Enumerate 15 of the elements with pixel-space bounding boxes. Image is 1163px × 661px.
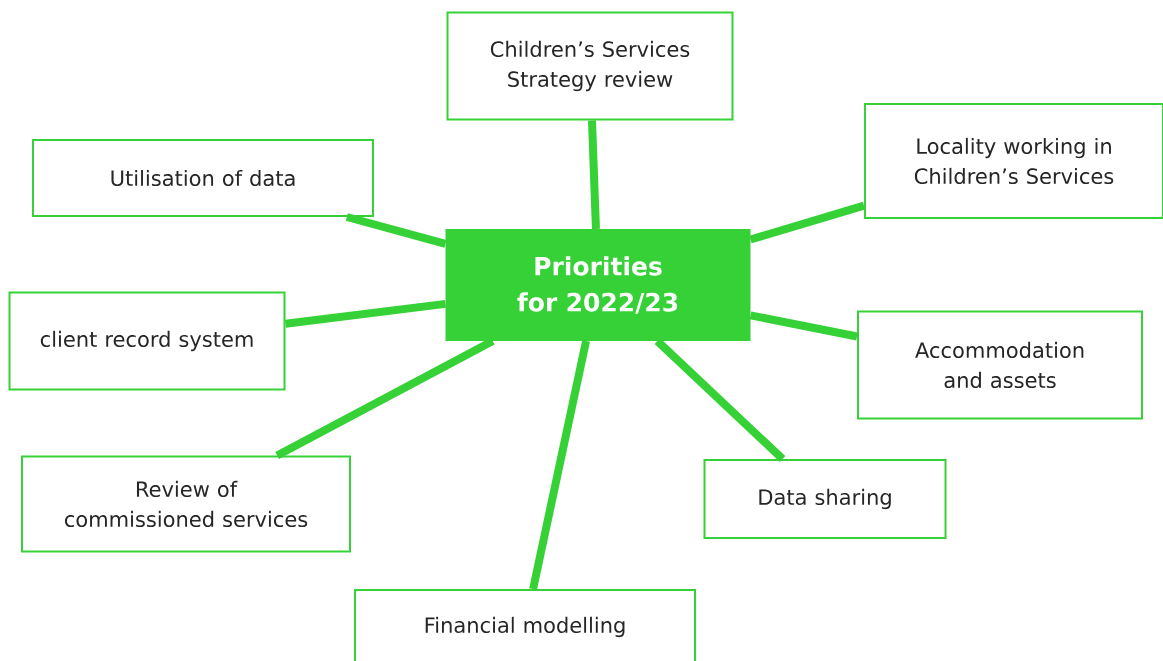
connector-line: [285, 299, 446, 328]
title-box: Priorities for 2022/23: [445, 229, 751, 341]
connector-line: [529, 340, 590, 590]
topic-box: Children’s Services Strategy review: [446, 11, 734, 121]
topic-box: client record system: [8, 291, 286, 391]
topic-box: Financial modelling: [354, 589, 696, 661]
topic-box: Locality working in Children’s Services: [864, 103, 1163, 219]
topic-box: Utilisation of data: [32, 139, 374, 217]
topic-box: Accommodation and assets: [857, 310, 1143, 420]
connector-line: [749, 311, 858, 341]
connector-line: [345, 213, 447, 248]
connector-line: [749, 201, 866, 244]
connector-line: [654, 338, 786, 462]
topic-box: Review of commissioned services: [21, 455, 351, 553]
topic-box: Data sharing: [703, 459, 947, 539]
